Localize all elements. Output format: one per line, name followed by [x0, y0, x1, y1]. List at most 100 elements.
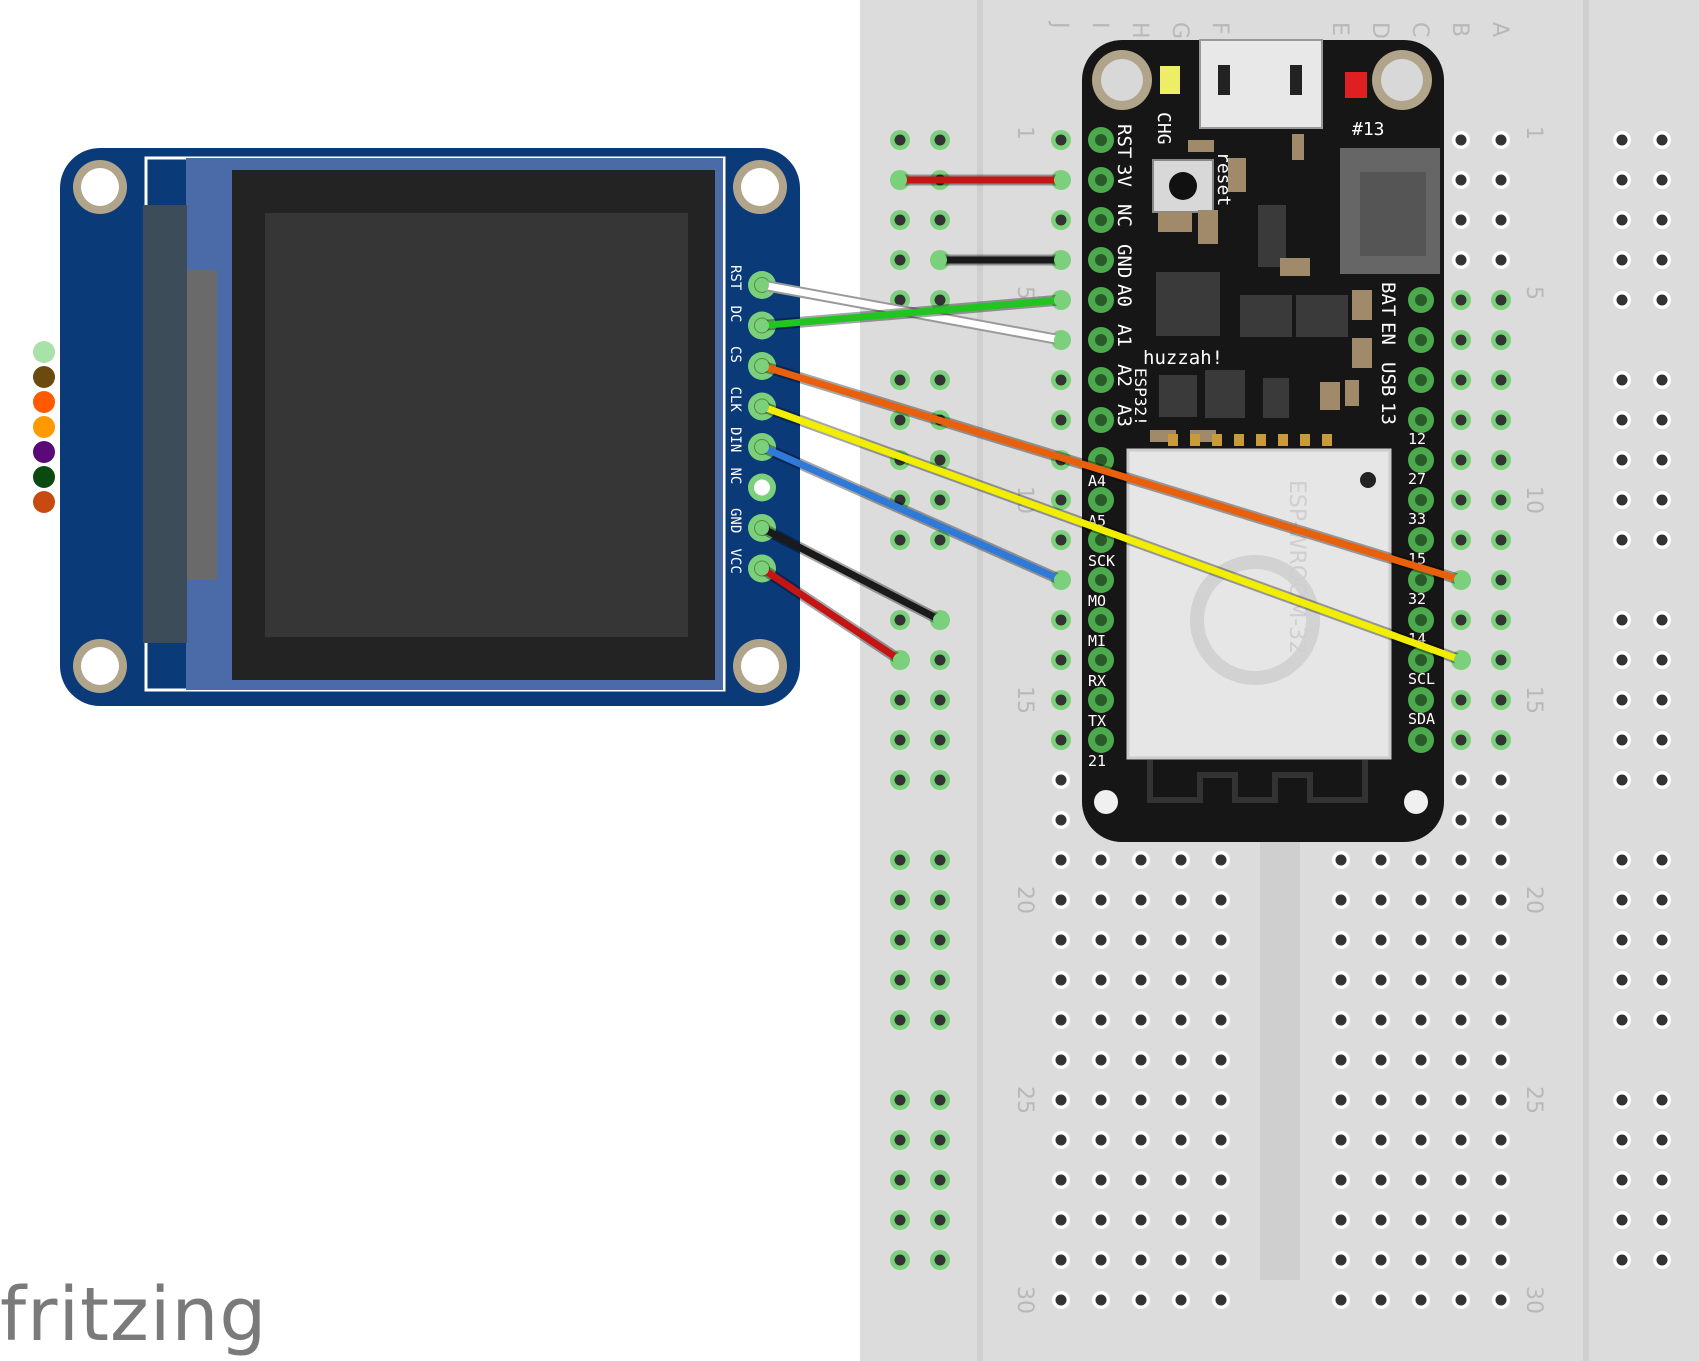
red-led	[1345, 72, 1367, 98]
rail-hole-contact	[1656, 614, 1668, 626]
rail-hole-contact	[1616, 654, 1628, 666]
breadboard-hole-contact	[1055, 854, 1067, 866]
rail-hole-contact	[1616, 454, 1628, 466]
breadboard-row-number-left: 5	[1012, 286, 1037, 300]
rail-hole-contact	[1616, 254, 1628, 266]
breadboard-hole-contact	[1455, 1134, 1467, 1146]
breadboard-hole-contact	[1495, 494, 1507, 506]
breadboard-hole-contact	[1415, 1134, 1427, 1146]
module-label: ESP-WROOM-32	[1284, 480, 1309, 654]
rail-hole-contact	[1656, 414, 1668, 426]
breadboard-hole-contact	[1495, 654, 1507, 666]
rail-hole-contact	[934, 894, 946, 906]
breadboard-hole-contact	[1175, 1254, 1187, 1266]
breadboard-row-number-right: 25	[1521, 1086, 1546, 1114]
feather-pin-label: NC	[1113, 204, 1135, 227]
breadboard-hole-contact	[1455, 1094, 1467, 1106]
breadboard-hole-contact	[1455, 254, 1467, 266]
breadboard-hole-contact	[1495, 1054, 1507, 1066]
breadboard-hole-contact	[1415, 974, 1427, 986]
display-ribbon-strip	[187, 270, 217, 580]
breadboard-hole-contact	[1495, 774, 1507, 786]
breadboard-hole-contact	[1135, 1254, 1147, 1266]
wire-end	[1054, 173, 1068, 187]
breadboard-hole-contact	[1455, 294, 1467, 306]
breadboard-hole-contact	[1215, 1254, 1227, 1266]
breadboard-hole-contact	[1495, 1134, 1507, 1146]
breadboard-row-number-left: 15	[1012, 686, 1037, 714]
rail-hole-contact	[934, 734, 946, 746]
rail-hole-contact	[894, 934, 906, 946]
breadboard-hole-contact	[1055, 1094, 1067, 1106]
breadboard-hole-contact	[1175, 1174, 1187, 1186]
breadboard-column-letter: I	[1087, 22, 1112, 29]
legend-dot	[33, 391, 55, 413]
breadboard-hole-contact	[1335, 934, 1347, 946]
display-pin-label: GND	[727, 508, 743, 533]
rail-hole-contact	[1656, 534, 1668, 546]
breadboard-hole-contact	[1215, 894, 1227, 906]
breadboard-hole-contact	[1495, 814, 1507, 826]
rail-hole-contact	[934, 1014, 946, 1026]
rail-hole-contact	[1616, 734, 1628, 746]
breadboard-hole-contact	[1455, 1054, 1467, 1066]
breadboard-hole-contact	[1495, 934, 1507, 946]
breadboard-hole-contact	[1095, 934, 1107, 946]
breadboard-hole-contact	[1455, 894, 1467, 906]
passive-components	[1150, 134, 1372, 442]
breadboard-hole-contact	[1455, 1254, 1467, 1266]
wire-end	[1454, 653, 1468, 667]
breadboard-hole-contact	[1055, 774, 1067, 786]
breadboard-hole-contact	[1095, 1174, 1107, 1186]
breadboard-hole-contact	[1375, 1254, 1387, 1266]
breadboard-hole-contact	[1055, 214, 1067, 226]
breadboard-row-number-left: 25	[1012, 1086, 1037, 1114]
rail-hole-contact	[894, 254, 906, 266]
rail-hole-contact	[894, 294, 906, 306]
rail-hole-contact	[934, 494, 946, 506]
breadboard-hole-contact	[1055, 1254, 1067, 1266]
breadboard-hole-contact	[1175, 1294, 1187, 1306]
breadboard-hole-contact	[1495, 294, 1507, 306]
breadboard-hole-contact	[1495, 1254, 1507, 1266]
rail-hole-contact	[1616, 294, 1628, 306]
breadboard-hole-contact	[1135, 1054, 1147, 1066]
breadboard-hole-contact	[1375, 1054, 1387, 1066]
breadboard-column-letter: E	[1327, 22, 1352, 36]
breadboard-hole-contact	[1135, 1014, 1147, 1026]
breadboard-rail-divider-left	[977, 0, 983, 1361]
rail-hole-contact	[894, 134, 906, 146]
rail-hole-contact	[1656, 494, 1668, 506]
rail-hole-contact	[1616, 494, 1628, 506]
breadboard-column-letter: H	[1127, 22, 1152, 39]
regulator	[1258, 205, 1286, 267]
breadboard-hole-contact	[1175, 894, 1187, 906]
breadboard-row-number-right: 20	[1521, 886, 1546, 914]
breadboard-hole-contact	[1335, 1174, 1347, 1186]
breadboard-hole-contact	[1375, 1214, 1387, 1226]
breadboard-hole-contact	[1095, 1054, 1107, 1066]
breadboard-hole-contact	[1455, 1174, 1467, 1186]
breadboard-hole-contact	[1135, 1174, 1147, 1186]
display-pin-label: RST	[727, 265, 743, 291]
wire-end	[1054, 573, 1068, 587]
breadboard-hole-contact	[1055, 134, 1067, 146]
feather-pin-label: EN	[1377, 322, 1399, 345]
breadboard-hole-contact	[1455, 174, 1467, 186]
breadboard-hole-contact	[1415, 1294, 1427, 1306]
breadboard-hole-contact	[1335, 1094, 1347, 1106]
breadboard-hole-contact	[1175, 974, 1187, 986]
breadboard-hole-contact	[1095, 1254, 1107, 1266]
rail-hole-contact	[894, 974, 906, 986]
breadboard-hole-contact	[1375, 1014, 1387, 1026]
rail-hole-contact	[1656, 694, 1668, 706]
breadboard-hole-contact	[1215, 1214, 1227, 1226]
legend-dot	[33, 441, 55, 463]
breadboard-hole-contact	[1455, 694, 1467, 706]
breadboard-hole-contact	[1415, 1094, 1427, 1106]
breadboard-hole-contact	[1415, 934, 1427, 946]
rail-hole-contact	[894, 694, 906, 706]
breadboard-hole-contact	[1335, 1214, 1347, 1226]
